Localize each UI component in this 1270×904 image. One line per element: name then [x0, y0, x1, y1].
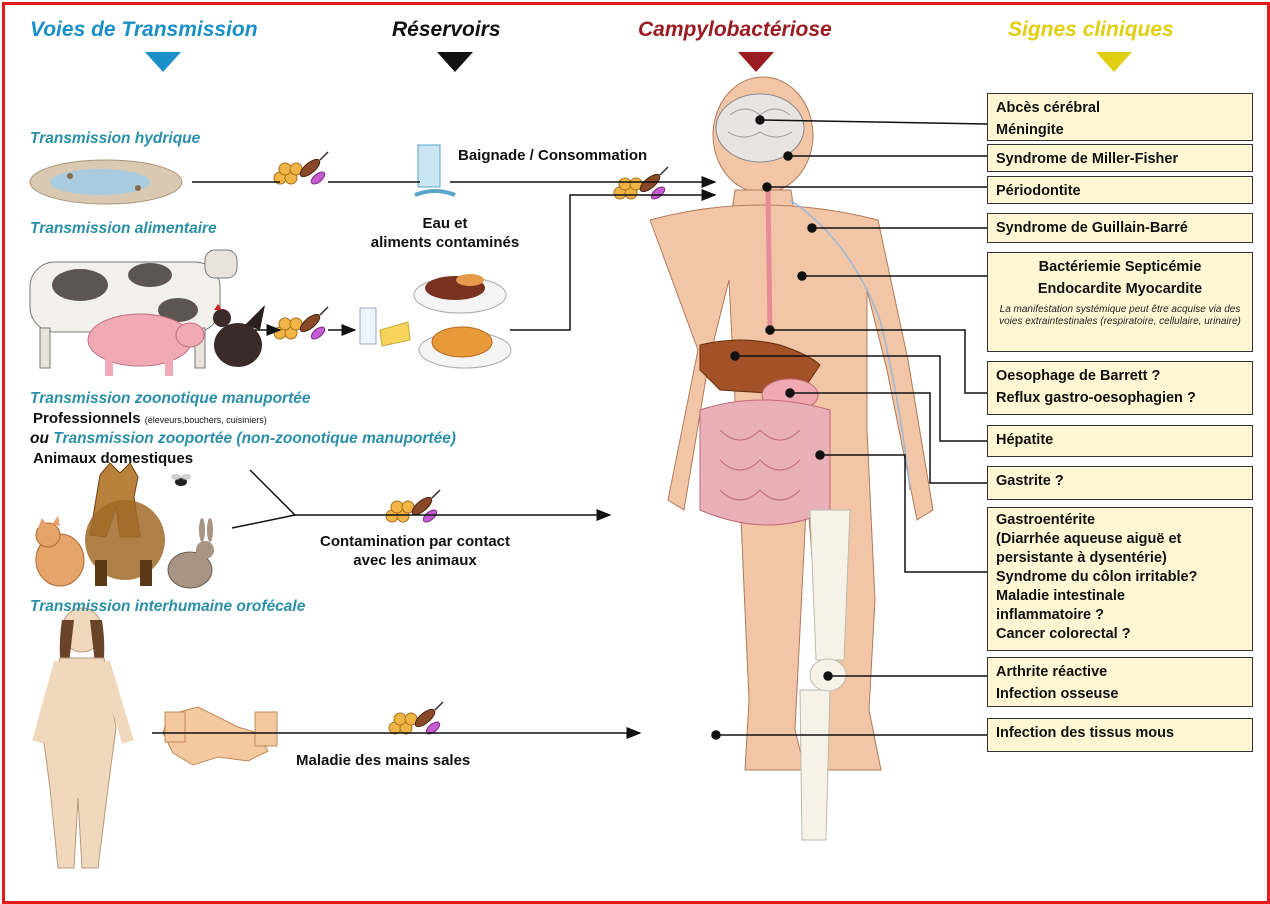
water-food-label-1: Eau et: [355, 215, 535, 232]
contact-label-1: Contamination par contact: [290, 533, 540, 550]
sign-box-guillain-barre: Syndrome de Guillain-Barré: [987, 213, 1253, 243]
cat-icon: [36, 516, 84, 586]
sign-line: inflammatoire ?: [996, 606, 1244, 625]
sign-box-periodontitis: Périodontite: [987, 176, 1253, 204]
route-interhuman: Transmission interhumaine orofécale: [30, 598, 305, 616]
sign-box-hepatitis: Hépatite: [987, 425, 1253, 457]
sign-line: Arthrite réactive: [996, 661, 1244, 683]
sign-line: Périodontite: [996, 180, 1244, 202]
sign-line: persistante à dysentérie): [996, 549, 1244, 568]
sign-box-soft-tissue: Infection des tissus mous: [987, 718, 1253, 752]
chicken-icon: [213, 304, 265, 367]
header-disease: Campylobactériose: [638, 18, 832, 42]
water-puddle-icon: [30, 160, 182, 204]
sign-line: Hépatite: [996, 429, 1244, 451]
bacteria-icon: [389, 702, 443, 736]
routes-triangle-icon: [145, 52, 181, 72]
sign-box-gastroenteritis: Gastroentérite (Diarrhée aqueuse aiguë e…: [987, 507, 1253, 651]
human-body-icon: [650, 77, 933, 840]
sign-line: Infection osseuse: [996, 683, 1244, 705]
zooported-text: Transmission zooportée (non-zoonotique m…: [53, 430, 456, 447]
sign-line: Syndrome du côlon irritable?: [996, 568, 1244, 587]
professionals-label: Professionnels (éleveurs,bouchers, cuisi…: [33, 410, 267, 427]
woman-icon: [38, 608, 128, 868]
sign-box-gastritis: Gastrite ?: [987, 466, 1253, 500]
sign-note: La manifestation systémique peut être ac…: [996, 304, 1244, 328]
water-food-label-2: aliments contaminés: [355, 234, 535, 251]
sign-box-brain: Abcès cérébral Méningite: [987, 93, 1253, 141]
food-plate-icon: [360, 274, 511, 368]
sign-line: Bactériemie Septicémie: [996, 256, 1244, 278]
header-signs: Signes cliniques: [1008, 18, 1174, 42]
route-zooported: ou Transmission zooportée (non-zoonotiqu…: [30, 430, 456, 448]
zooported-prefix: ou: [30, 430, 49, 447]
sign-box-miller-fisher: Syndrome de Miller-Fisher: [987, 144, 1253, 172]
pig-icon: [88, 314, 204, 376]
bacteria-icon: [386, 490, 440, 524]
sign-box-arthritis: Arthrite réactive Infection osseuse: [987, 657, 1253, 707]
bacteria-icon: [614, 167, 668, 201]
sign-line: Infection des tissus mous: [996, 722, 1244, 744]
sign-line: Abcès cérébral: [996, 97, 1244, 119]
reservoirs-triangle-icon: [437, 52, 473, 72]
disease-triangle-icon: [738, 52, 774, 72]
sign-line: Cancer colorectal ?: [996, 625, 1244, 644]
pets-label: Animaux domestiques: [33, 450, 193, 467]
header-reservoirs: Réservoirs: [392, 18, 501, 42]
bathing-label: Baignade / Consommation: [458, 147, 647, 164]
sign-line: (Diarrhée aqueuse aiguë et: [996, 530, 1244, 549]
sign-line: Syndrome de Guillain-Barré: [996, 217, 1244, 239]
dirty-hands-label: Maladie des mains sales: [296, 752, 470, 769]
route-zoonotic: Transmission zoonotique manuportée: [30, 390, 310, 408]
rabbit-icon: [168, 518, 214, 588]
sign-line: Gastroentérite: [996, 511, 1244, 530]
sign-line: Gastrite ?: [996, 470, 1244, 492]
bacteria-icon: [274, 307, 328, 341]
bacteria-icon: [274, 152, 328, 186]
sign-line: Syndrome de Miller-Fisher: [996, 148, 1244, 170]
handshake-icon: [163, 707, 277, 765]
dog-icon: [85, 463, 165, 586]
contact-label-2: avec les animaux: [290, 552, 540, 569]
header-routes: Voies de Transmission: [30, 18, 258, 42]
sign-box-barrett: Oesophage de Barrett ? Reflux gastro-oes…: [987, 361, 1253, 415]
signs-triangle-icon: [1096, 52, 1132, 72]
sign-line: Maladie intestinale: [996, 587, 1244, 606]
sign-line: Reflux gastro-oesophagien ?: [996, 387, 1244, 409]
route-hydric: Transmission hydrique: [30, 130, 200, 148]
professionals-text: Professionnels: [33, 410, 141, 427]
water-glass-icon: [415, 145, 455, 195]
professionals-detail: (éleveurs,bouchers, cuisiniers): [145, 415, 267, 425]
sign-line: Méningite: [996, 119, 1244, 141]
sign-line: Endocardite Myocardite: [996, 278, 1244, 300]
sign-box-systemic: Bactériemie Septicémie Endocardite Myoca…: [987, 252, 1253, 352]
sign-line: Oesophage de Barrett ?: [996, 365, 1244, 387]
route-food: Transmission alimentaire: [30, 220, 217, 238]
fly-icon: [171, 474, 191, 486]
